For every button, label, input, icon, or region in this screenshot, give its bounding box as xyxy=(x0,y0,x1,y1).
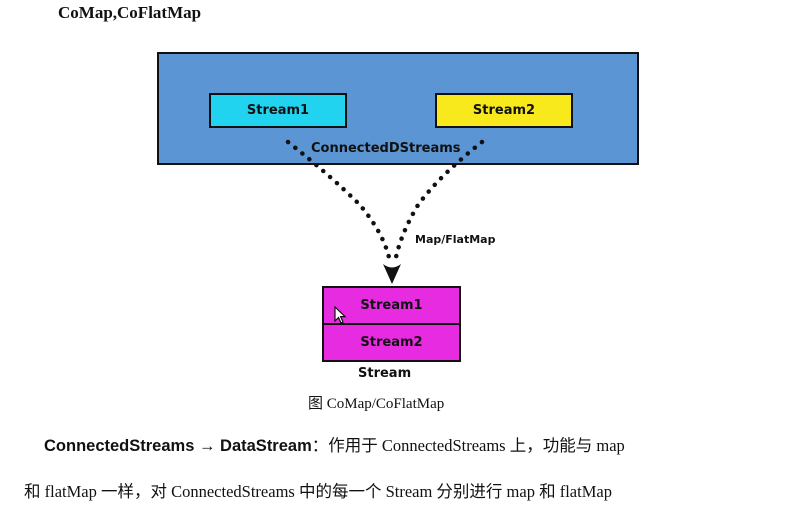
result-stream-label: Stream xyxy=(358,366,412,381)
connected-streams-label: ConnectedDStreams xyxy=(311,141,461,156)
paragraph-term: ConnectedStreams → DataStream xyxy=(44,437,312,455)
mouse-cursor-icon xyxy=(334,306,347,324)
map-flatmap-label: Map/FlatMap xyxy=(415,233,496,246)
input-stream2-box: Stream2 xyxy=(435,93,573,128)
right-dotted-arrow xyxy=(392,139,485,265)
paragraph-line-1-text: ：作用于 ConnectedStreams 上，功能与 map xyxy=(311,436,625,455)
output-stream1-box: Stream1 xyxy=(322,286,461,325)
comap-diagram: Stream1 Stream2 ConnectedDStreams Map/Fl… xyxy=(157,52,639,381)
arrowhead xyxy=(383,264,401,284)
paragraph-line-1: ConnectedStreams → DataStream：作用于 Connec… xyxy=(24,432,796,456)
output-stream2-box: Stream2 xyxy=(322,323,461,362)
section-heading: CoMap,CoFlatMap xyxy=(58,3,202,22)
paragraph-line-2: 和 flatMap 一样，对 ConnectedStreams 中的每一个 St… xyxy=(24,482,612,501)
left-dotted-arrow xyxy=(285,139,393,265)
figure-caption: 图 CoMap/CoFlatMap xyxy=(308,396,445,412)
dotted-arrows xyxy=(285,139,485,284)
input-stream1-box: Stream1 xyxy=(209,93,347,128)
